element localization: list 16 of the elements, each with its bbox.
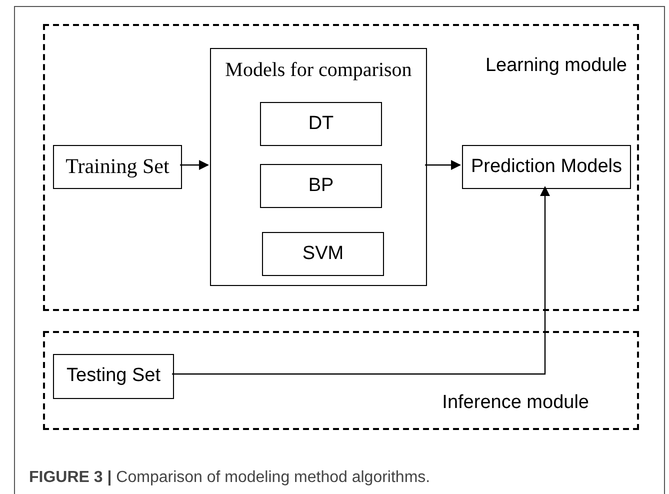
arrow [425,160,461,170]
process-box: SVM [262,232,384,276]
region-label: Learning module [485,54,627,78]
process-box: BP [260,164,382,208]
region-label: Inference module [442,391,589,415]
arrow [172,186,550,375]
arrow [180,160,209,170]
box-heading: Models for comparison [224,58,413,83]
process-box: DT [260,102,382,146]
dashed-region [43,24,639,311]
figure-caption: FIGURE 3 | Comparison of modeling method algorithms. [29,468,430,488]
process-box: Testing Set [53,354,174,399]
process-box: Training Set [53,145,182,189]
dashed-region [43,331,639,430]
process-box: Prediction Models [462,145,631,189]
process-box [210,48,427,286]
